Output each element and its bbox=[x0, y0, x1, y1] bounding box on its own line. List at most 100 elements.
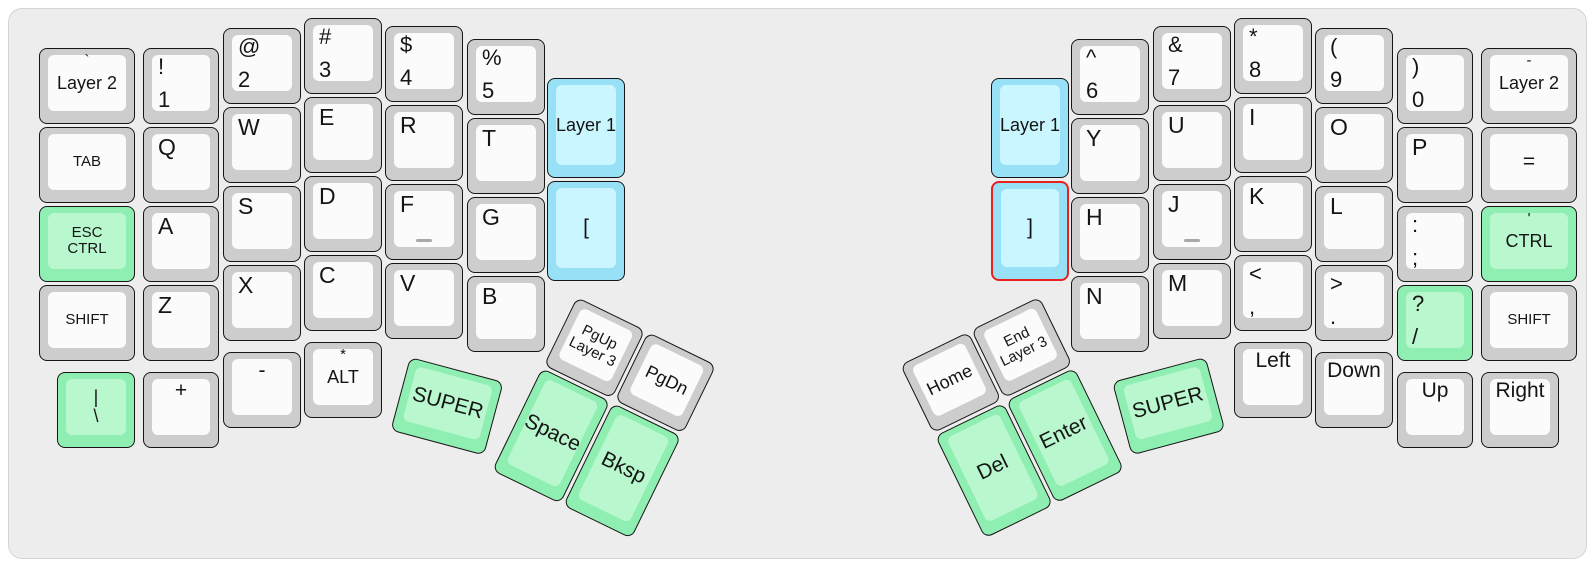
keycap-top: T bbox=[476, 125, 536, 181]
key-legend: ! bbox=[158, 54, 165, 79]
keycap-top: TAB bbox=[48, 134, 126, 190]
key-g[interactable]: G bbox=[467, 197, 545, 273]
key-super-right[interactable]: SUPER bbox=[1112, 356, 1226, 456]
key-w[interactable]: W bbox=[223, 107, 301, 183]
key-legend: SHIFT bbox=[65, 311, 109, 329]
key-layer2-left[interactable]: `Layer 2 bbox=[39, 48, 135, 124]
key-tab[interactable]: TAB bbox=[39, 127, 135, 203]
key-i[interactable]: I bbox=[1234, 97, 1312, 173]
key-x[interactable]: X bbox=[223, 265, 301, 341]
key-arrow-down[interactable]: Down bbox=[1315, 352, 1393, 428]
key-k[interactable]: K bbox=[1234, 176, 1312, 252]
key-b[interactable]: B bbox=[467, 276, 545, 352]
key-f[interactable]: F bbox=[385, 184, 463, 260]
key-l[interactable]: L bbox=[1315, 186, 1393, 262]
key-legend: SUPER bbox=[409, 382, 486, 424]
key-9[interactable]: (9 bbox=[1315, 28, 1393, 104]
key-layer1-left[interactable]: Layer 1 bbox=[547, 78, 625, 178]
key-1[interactable]: !1 bbox=[143, 48, 219, 124]
key-layer1-right[interactable]: Layer 1 bbox=[991, 78, 1069, 178]
key-legend: B bbox=[482, 283, 498, 309]
key-legend: CTRL bbox=[1505, 230, 1553, 251]
key-0[interactable]: )0 bbox=[1397, 48, 1473, 124]
keycap-top: E bbox=[313, 104, 373, 160]
keycap-top: *ALT bbox=[313, 347, 373, 405]
key-7[interactable]: &7 bbox=[1153, 26, 1231, 102]
key-legend: : bbox=[1412, 212, 1419, 237]
key-m[interactable]: M bbox=[1153, 263, 1231, 339]
key-j[interactable]: J bbox=[1153, 184, 1231, 260]
key-legend: ? bbox=[1412, 291, 1425, 316]
key-quote-ctrl[interactable]: 'CTRL bbox=[1481, 206, 1577, 282]
key-legend: L bbox=[1330, 193, 1343, 219]
key-a[interactable]: A bbox=[143, 206, 219, 282]
key-legend: + bbox=[174, 379, 188, 402]
key-left-bracket[interactable]: [ bbox=[547, 181, 625, 281]
key-legend: Right bbox=[1495, 379, 1545, 402]
key-t[interactable]: T bbox=[467, 118, 545, 194]
key-legend: S bbox=[238, 193, 254, 219]
key-d[interactable]: D bbox=[304, 176, 382, 252]
key-r[interactable]: R bbox=[385, 105, 463, 181]
key-arrow-right[interactable]: Right bbox=[1481, 372, 1559, 448]
key-legend: , bbox=[1249, 293, 1256, 319]
key-y[interactable]: Y bbox=[1071, 118, 1149, 194]
key-o[interactable]: O bbox=[1315, 107, 1393, 183]
key-q[interactable]: Q bbox=[143, 127, 219, 203]
key-right-bracket[interactable]: ] bbox=[991, 181, 1069, 281]
keycap-top: R bbox=[394, 112, 454, 168]
keycap-top: U bbox=[1162, 112, 1222, 168]
key-v[interactable]: V bbox=[385, 263, 463, 339]
key-legend: - bbox=[258, 359, 266, 382]
key-e[interactable]: E bbox=[304, 97, 382, 173]
key-legend: 9 bbox=[1330, 66, 1343, 92]
key-super-left[interactable]: SUPER bbox=[390, 357, 504, 456]
key-arrow-up[interactable]: Up bbox=[1397, 372, 1473, 448]
key-4[interactable]: $4 bbox=[385, 26, 463, 102]
key-period[interactable]: >. bbox=[1315, 265, 1393, 341]
key-s[interactable]: S bbox=[223, 186, 301, 262]
key-question-slash[interactable]: ?/ bbox=[1397, 285, 1473, 361]
key-comma[interactable]: <, bbox=[1234, 255, 1312, 331]
key-layer2-right[interactable]: -Layer 2 bbox=[1481, 48, 1577, 124]
key-h[interactable]: H bbox=[1071, 197, 1149, 273]
keycap-top: I bbox=[1243, 104, 1303, 160]
keycap-top: P bbox=[1406, 134, 1464, 190]
key-p[interactable]: P bbox=[1397, 127, 1473, 203]
key-legend: [ bbox=[583, 215, 589, 239]
key-shift-left[interactable]: SHIFT bbox=[39, 285, 135, 361]
keycap-top: B bbox=[476, 283, 536, 339]
keycap-top: V bbox=[394, 270, 454, 326]
keycap-top: Q bbox=[152, 134, 210, 190]
key-8[interactable]: *8 bbox=[1234, 18, 1312, 94]
key-equals[interactable]: = bbox=[1481, 127, 1577, 203]
key-legend: R bbox=[400, 112, 417, 138]
key-n[interactable]: N bbox=[1071, 276, 1149, 352]
key-legend: 3 bbox=[319, 56, 332, 82]
key-6[interactable]: ^6 bbox=[1071, 39, 1149, 115]
key-u[interactable]: U bbox=[1153, 105, 1231, 181]
key-shift-right[interactable]: SHIFT bbox=[1481, 285, 1577, 361]
key-plus[interactable]: + bbox=[143, 372, 219, 448]
key-5[interactable]: %5 bbox=[467, 39, 545, 115]
key-legend: ` bbox=[84, 52, 90, 69]
key-c[interactable]: C bbox=[304, 255, 382, 331]
keycap-top: !1 bbox=[152, 55, 210, 111]
key-z[interactable]: Z bbox=[143, 285, 219, 361]
keycap-top: Down bbox=[1324, 359, 1384, 415]
key-legend: ; bbox=[1412, 244, 1419, 270]
key-star-alt[interactable]: *ALT bbox=[304, 342, 382, 418]
key-legend: # bbox=[319, 24, 332, 49]
key-3[interactable]: #3 bbox=[304, 18, 382, 94]
key-legend: % bbox=[482, 45, 502, 70]
keycap-top: H bbox=[1080, 204, 1140, 260]
key-minus[interactable]: - bbox=[223, 352, 301, 428]
key-pipe-backslash[interactable]: |\ bbox=[57, 372, 135, 448]
key-semicolon[interactable]: :; bbox=[1397, 206, 1473, 282]
key-arrow-left[interactable]: Left bbox=[1234, 342, 1312, 418]
key-legend: ALT bbox=[327, 366, 359, 387]
key-2[interactable]: @2 bbox=[223, 28, 301, 104]
keycap-top: *8 bbox=[1243, 25, 1303, 81]
keycap-top: 'CTRL bbox=[1490, 211, 1568, 269]
